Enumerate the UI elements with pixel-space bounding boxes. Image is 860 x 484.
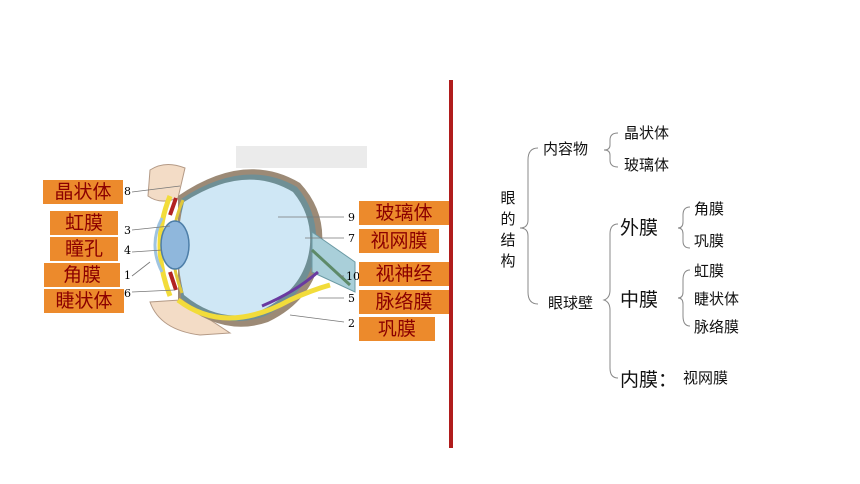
num-6: 6 (124, 287, 131, 300)
label-ciliary: 睫状体 (44, 289, 124, 313)
root-brace (519, 147, 539, 305)
vitreous-body (178, 179, 311, 316)
grey-bar (236, 146, 367, 168)
num-5: 5 (348, 292, 355, 305)
tree-middle-ciliary: 睫状体 (694, 290, 740, 308)
lens-shape (160, 220, 190, 270)
num-8: 8 (124, 185, 131, 198)
tree-inner: 内膜： (620, 369, 678, 391)
num-1: 1 (124, 269, 131, 282)
label-choroid: 脉络膜 (359, 290, 449, 314)
contents-brace (603, 132, 619, 168)
num-2: 2 (348, 317, 355, 330)
iris-lower (168, 271, 178, 291)
tree-middle-iris: 虹膜 (694, 262, 725, 280)
num-3: 3 (124, 224, 131, 237)
retina-line (176, 282, 331, 321)
num-9: 9 (348, 211, 355, 224)
vertical-divider (449, 80, 453, 448)
tree-outer-cornea: 角膜 (694, 200, 725, 218)
outer-brace (677, 206, 691, 249)
tree-outer: 外膜 (620, 217, 659, 239)
cornea-shape (153, 217, 164, 273)
tree-contents: 内容物 (543, 140, 589, 158)
tree-middle: 中膜 (620, 289, 659, 311)
tree-root: 眼 的 结 构 (500, 189, 516, 270)
tree-outer-sclera: 巩膜 (694, 232, 725, 250)
wall-brace (602, 223, 619, 379)
tree-wall: 眼球壁 (548, 294, 594, 312)
label-lens: 晶状体 (43, 180, 123, 204)
num-10: 10 (346, 270, 360, 283)
label-cornea: 角膜 (44, 263, 120, 287)
label-sclera: 巩膜 (359, 317, 435, 341)
middle-brace (677, 269, 691, 327)
tree-middle-choroid: 脉络膜 (694, 318, 740, 336)
iris-upper (168, 197, 178, 216)
tree-contents-lens: 晶状体 (624, 124, 670, 142)
choroid-stripe (261, 270, 319, 308)
optic-nerve (311, 231, 356, 293)
lower-eyelid (149, 299, 232, 336)
tree-contents-vitreous: 玻璃体 (624, 156, 670, 174)
num-4: 4 (124, 244, 131, 257)
label-pupil: 瞳孔 (50, 237, 118, 261)
label-iris: 虹膜 (50, 211, 118, 235)
tree-inner-retina: 视网膜 (683, 369, 729, 387)
label-vitreous: 玻璃体 (359, 201, 449, 225)
num-7: 7 (348, 232, 355, 245)
label-optic-nerve: 视神经 (359, 262, 449, 286)
label-retina: 视网膜 (359, 229, 439, 253)
